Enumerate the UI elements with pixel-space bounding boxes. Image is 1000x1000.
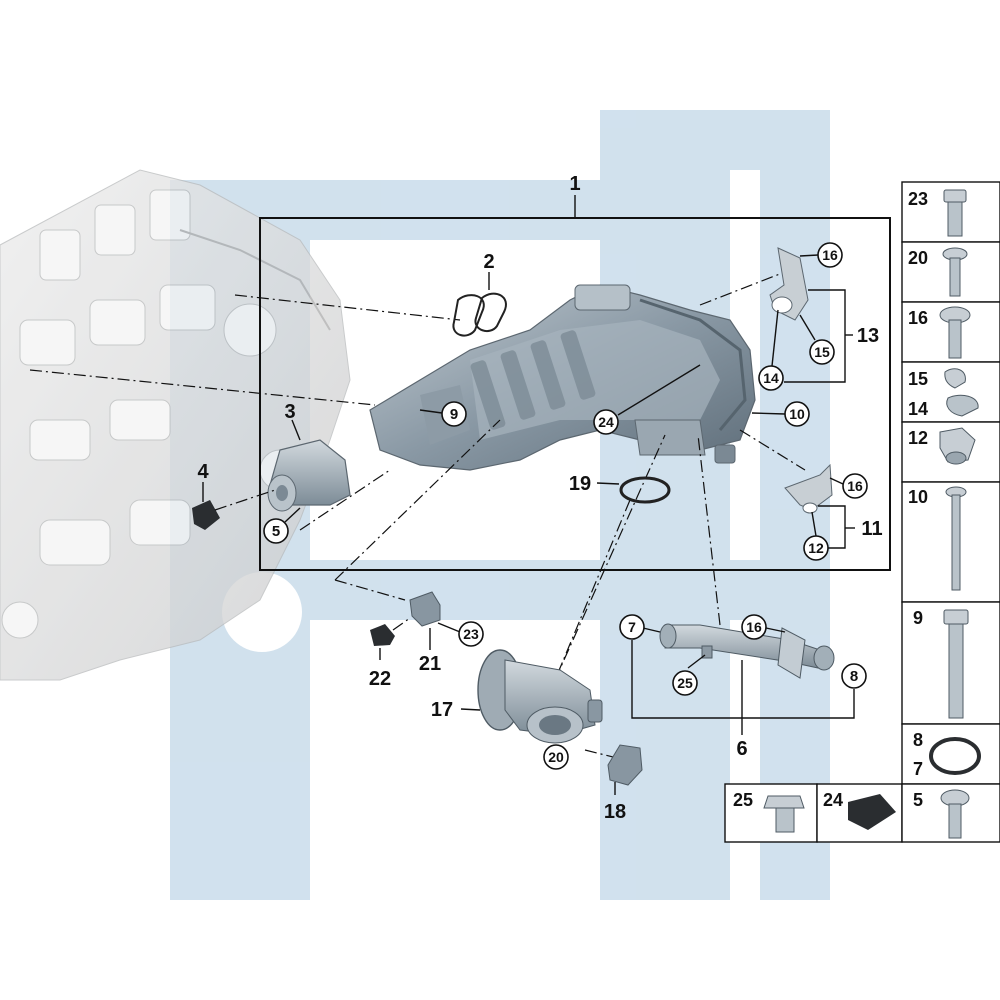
bolt-25-icon — [763, 795, 805, 833]
bolt-23-icon — [943, 189, 967, 237]
svg-text:12: 12 — [808, 540, 824, 556]
callout-7-pipe: 7 — [619, 614, 661, 640]
svg-text:9: 9 — [450, 406, 458, 423]
callout-20: 20 — [543, 744, 569, 770]
bolt-10-icon — [945, 486, 967, 591]
svg-text:11: 11 — [861, 518, 882, 540]
svg-text:14: 14 — [763, 370, 779, 386]
side-label-14: 14 — [908, 399, 928, 419]
callout-16-a: 16 — [799, 242, 843, 268]
o-ring-8-7-icon — [929, 737, 981, 775]
side-label-23: 23 — [908, 189, 928, 209]
side-label-10: 10 — [908, 487, 928, 507]
label-1: 1 — [569, 173, 580, 195]
group-bracket-13: 13 — [784, 289, 879, 383]
callout-16-b: 16 — [829, 473, 868, 499]
side-label-12: 12 — [908, 428, 928, 448]
seal-part-22 — [370, 624, 395, 646]
side-parts-panel — [724, 181, 1000, 843]
svg-text:13: 13 — [857, 325, 879, 347]
svg-text:16: 16 — [746, 619, 762, 635]
clip-12-icon — [939, 427, 976, 465]
bolt-5-icon — [940, 789, 970, 839]
label-21: 21 — [419, 653, 441, 675]
callout-15: 15 — [799, 314, 835, 365]
label-3: 3 — [284, 401, 295, 423]
gasket-part-2 — [452, 292, 507, 337]
side-label-9: 9 — [913, 608, 923, 628]
svg-text:7: 7 — [628, 619, 636, 635]
side-label-8: 8 — [913, 730, 923, 750]
bolt-20-icon — [942, 247, 968, 297]
callout-9: 9 — [419, 401, 467, 427]
svg-text:20: 20 — [548, 749, 564, 765]
callout-5-top: 5 — [263, 507, 301, 544]
side-label-24: 24 — [823, 790, 843, 810]
leader-line-17 — [460, 708, 481, 711]
svg-text:24: 24 — [598, 414, 614, 430]
callout-24: 24 — [593, 364, 701, 435]
label-17: 17 — [431, 699, 453, 721]
label-22: 22 — [369, 668, 391, 690]
group-bracket-6: 6 — [631, 640, 855, 760]
svg-text:6: 6 — [736, 738, 747, 760]
svg-text:8: 8 — [850, 668, 858, 685]
svg-text:16: 16 — [847, 478, 863, 494]
callout-14: 14 — [758, 309, 784, 391]
sensor-part-18 — [607, 744, 643, 786]
svg-text:25: 25 — [677, 675, 693, 691]
leader-line-3 — [291, 419, 301, 441]
dash-21-22 — [392, 617, 411, 631]
callout-25-pipe: 25 — [672, 654, 706, 696]
clip-15-icon — [944, 368, 966, 389]
rubber-cap-part-4 — [192, 500, 220, 530]
svg-text:10: 10 — [789, 406, 805, 422]
label-2: 2 — [483, 251, 494, 273]
callout-23: 23 — [437, 621, 484, 647]
callout-8-pipe: 8 — [841, 663, 867, 689]
svg-text:5: 5 — [272, 523, 280, 540]
cap-24-icon — [848, 794, 896, 830]
side-label-7: 7 — [913, 759, 923, 779]
seal-ring-part-19: 19 — [569, 473, 671, 504]
label-18: 18 — [604, 801, 626, 823]
pipe-part-6 — [659, 623, 835, 679]
sensor-part-21 — [409, 591, 441, 627]
bolt-9-icon — [943, 609, 969, 719]
intake-manifold — [369, 284, 756, 471]
svg-text:16: 16 — [822, 247, 838, 263]
group-bracket-11: 11 — [818, 505, 883, 549]
throttle-body-part-17 — [477, 649, 603, 744]
callout-10: 10 — [751, 401, 810, 427]
bolt-16-icon — [939, 306, 971, 359]
svg-text:19: 19 — [569, 473, 591, 495]
side-label-15: 15 — [908, 369, 928, 389]
actuator-part-3 — [267, 439, 351, 512]
label-4: 4 — [197, 461, 209, 483]
callout-12: 12 — [803, 511, 829, 561]
assembly-dash-lines — [29, 269, 806, 761]
svg-text:23: 23 — [463, 626, 479, 642]
bracket-part-11 — [784, 463, 833, 514]
side-label-16: 16 — [908, 308, 928, 328]
side-label-5: 5 — [913, 790, 923, 810]
side-label-20: 20 — [908, 248, 928, 268]
side-label-25: 25 — [733, 790, 753, 810]
svg-text:15: 15 — [814, 344, 830, 360]
bracket-part-13 — [769, 247, 809, 321]
clip-14-icon — [946, 394, 979, 417]
callout-16-c: 16 — [741, 614, 786, 640]
